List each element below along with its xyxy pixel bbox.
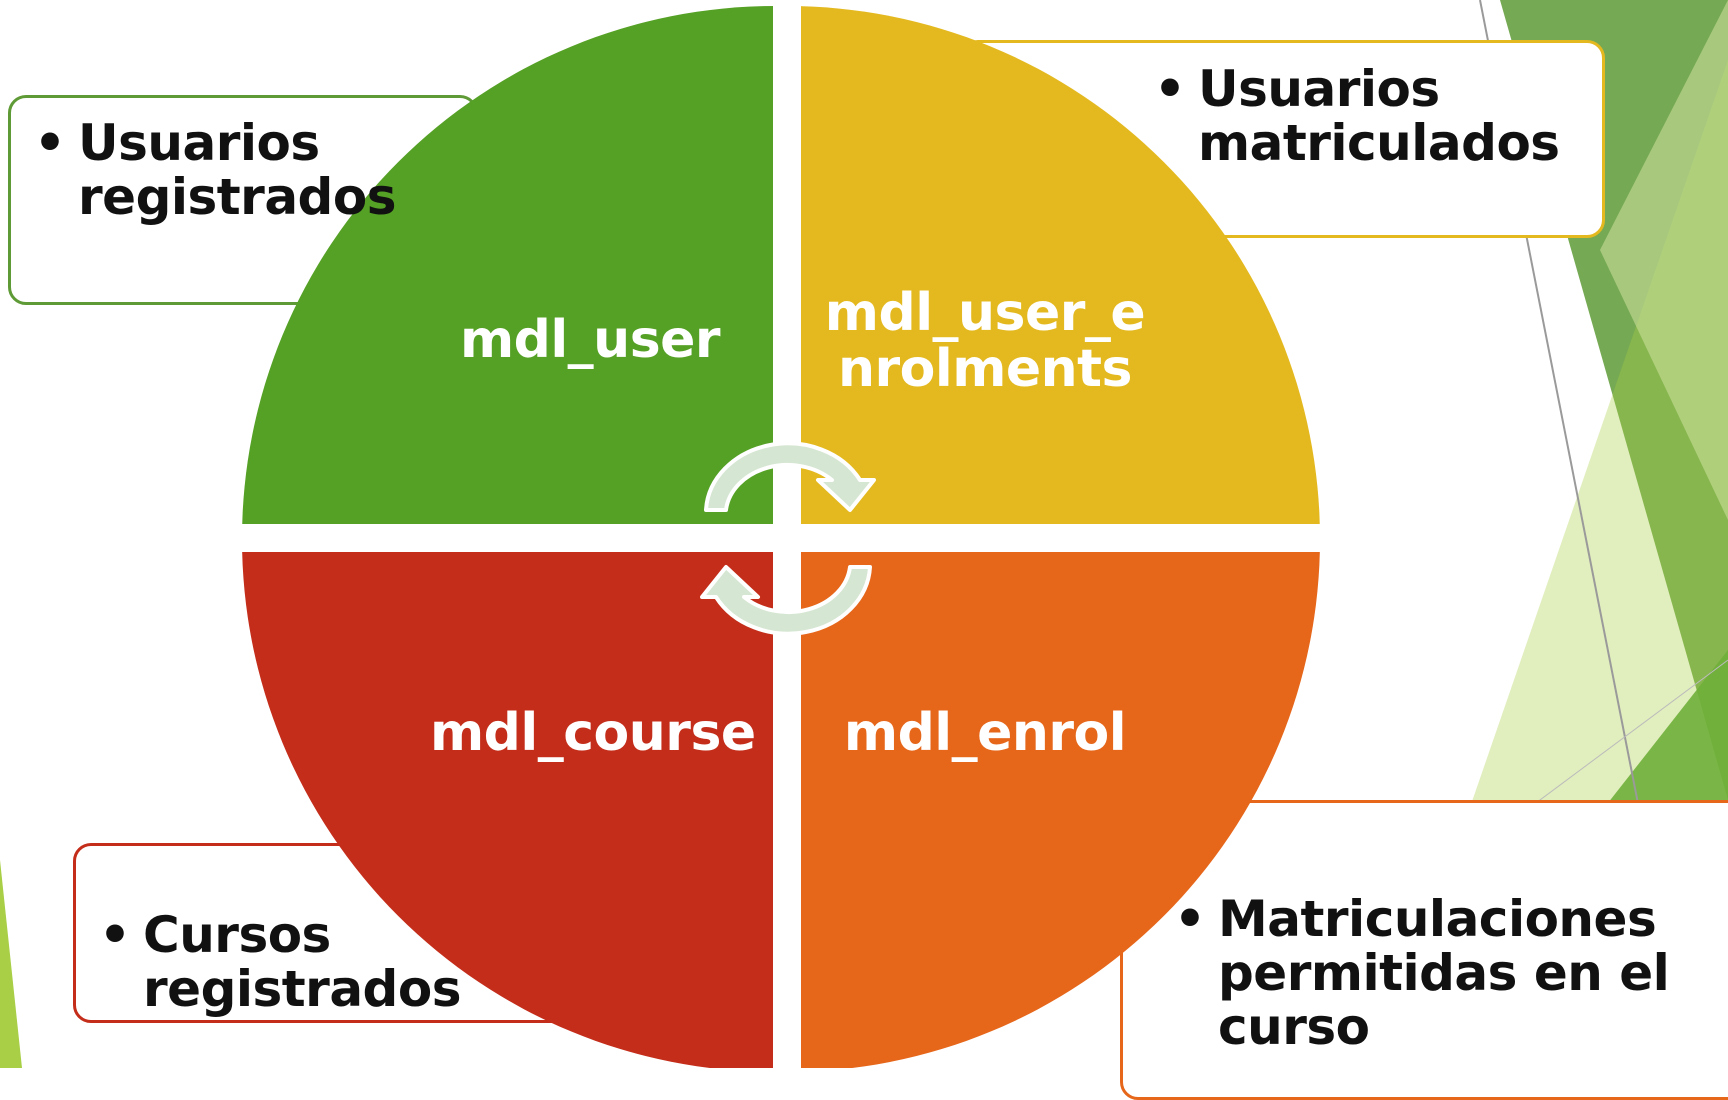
callout-line: Usuarios — [1198, 60, 1440, 118]
callout-line: Cursos — [143, 906, 331, 964]
quadrant-user-enrolments — [787, 6, 1320, 539]
divider-horizontal — [230, 524, 1330, 552]
callout-line: registrados — [78, 168, 396, 226]
bullet-icon: • — [34, 114, 66, 172]
callout-line: permitidas en el — [1218, 944, 1670, 1002]
bullet-icon: • — [1174, 890, 1206, 948]
quadrant-label-text: mdl_enrol — [843, 703, 1127, 763]
callout-line: curso — [1218, 998, 1370, 1056]
cycle-circle — [230, 6, 1330, 1068]
bg-shape-strip — [1600, 0, 1728, 520]
arrow-bottom-icon — [700, 565, 872, 636]
bg-shape-left-edge — [0, 860, 22, 1068]
callout-text-course: • Cursos registrados — [99, 906, 461, 1018]
callout-text-user: • Usuarios registrados — [34, 114, 396, 226]
quadrant-label-line: mdl_user_e — [824, 283, 1146, 343]
bullet-icon: • — [1154, 60, 1186, 118]
quadrant-label-enrol: mdl_enrol — [820, 705, 1150, 761]
quadrant-label-course: mdl_course — [430, 705, 756, 761]
callout-line: Usuarios — [78, 114, 320, 172]
callout-text-user-enrolments: • Usuarios matriculados — [1154, 60, 1560, 172]
bullet-icon: • — [99, 906, 131, 964]
quadrant-label-line: nrolments — [838, 339, 1133, 399]
quadrant-label-text: mdl_course — [430, 703, 756, 763]
quadrant-label-user: mdl_user — [440, 312, 740, 368]
callout-line: matriculados — [1198, 114, 1560, 172]
quadrant-enrol — [787, 539, 1320, 1068]
quadrant-user — [242, 6, 775, 539]
quadrant-course — [242, 539, 775, 1068]
circular-arrows-icon — [700, 441, 876, 636]
callout-line: registrados — [143, 960, 461, 1018]
quadrant-label-user-enrolments: mdl_user_e nrolments — [815, 285, 1155, 397]
callout-line: Matriculaciones — [1218, 890, 1657, 948]
arrow-top-icon — [704, 441, 876, 512]
quadrant-label-text: mdl_user — [459, 310, 721, 370]
callout-text-enrol: • Matriculaciones permitidas en el curso — [1174, 890, 1670, 1056]
